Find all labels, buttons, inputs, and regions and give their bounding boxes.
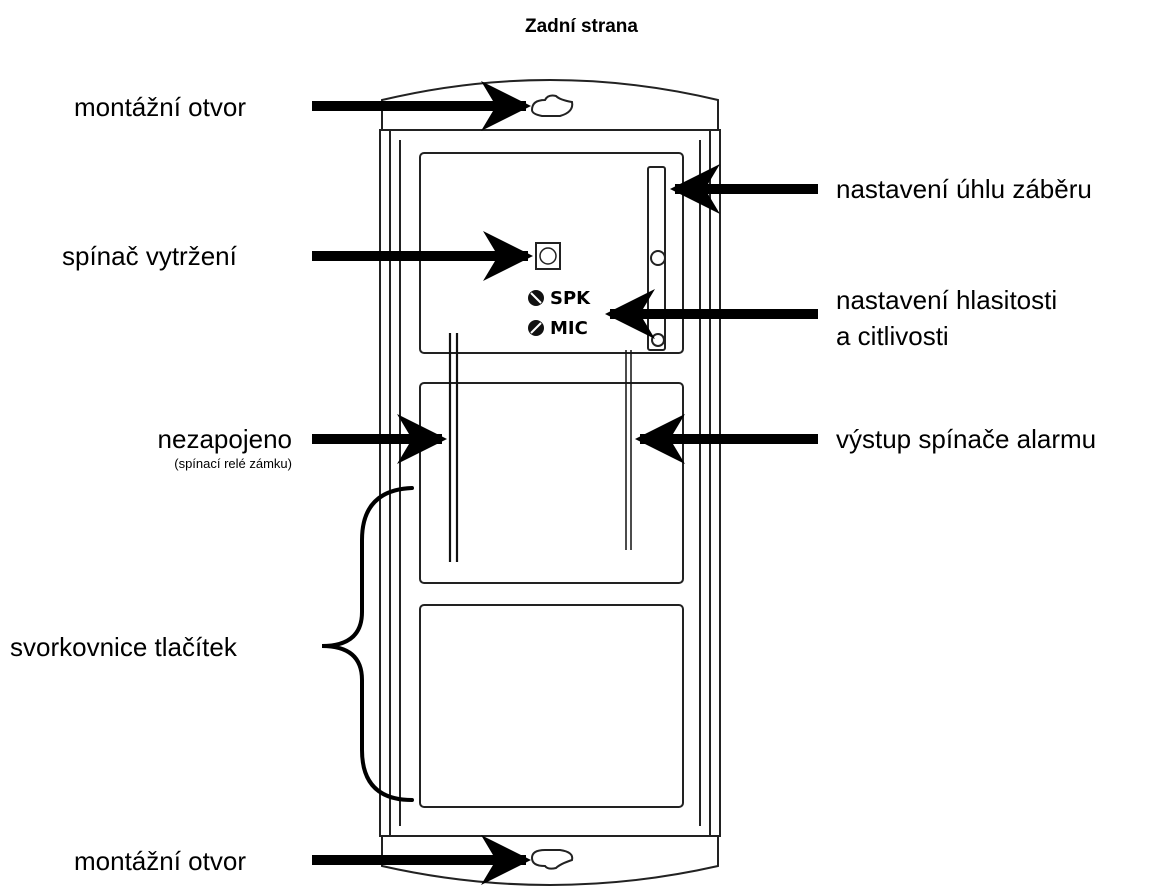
alarm-wires [625, 350, 632, 550]
relay-wires [448, 333, 459, 562]
trim-knob [651, 333, 665, 347]
label-mount-top: montážní otvor [74, 92, 246, 122]
diagram-title: Zadní strana [525, 16, 638, 37]
label-tamper-switch: spínač vytržení [62, 241, 237, 271]
label-not-connected: nezapojeno [157, 424, 292, 454]
spk-pot-icon [528, 290, 544, 306]
bottom-panel [419, 604, 684, 808]
label-angle-adjust: nastavení úhlu záběru [836, 174, 1092, 204]
mounting-hole-bottom [530, 849, 574, 870]
label-not-connected-sub: (spínací relé zámku) [174, 456, 292, 471]
mounting-hole-top [530, 94, 574, 117]
arrows [312, 81, 818, 885]
label-alarm-output: výstup spínače alarmu [836, 424, 1097, 454]
mic-label: MIC [550, 318, 588, 339]
spk-label: SPK [550, 288, 591, 309]
tamper-switch-button [539, 247, 557, 265]
middle-panel [419, 382, 684, 584]
label-button-terminals: svorkovnice tlačítek [10, 632, 237, 662]
label-volume-line2: a citlivosti [836, 321, 949, 351]
angle-knob [650, 250, 666, 266]
mic-pot-icon [528, 320, 544, 336]
label-volume-line1: nastavení hlasitosti [836, 285, 1058, 315]
terminal-brace [321, 486, 414, 802]
label-mount-bottom: montážní otvor [74, 846, 246, 876]
